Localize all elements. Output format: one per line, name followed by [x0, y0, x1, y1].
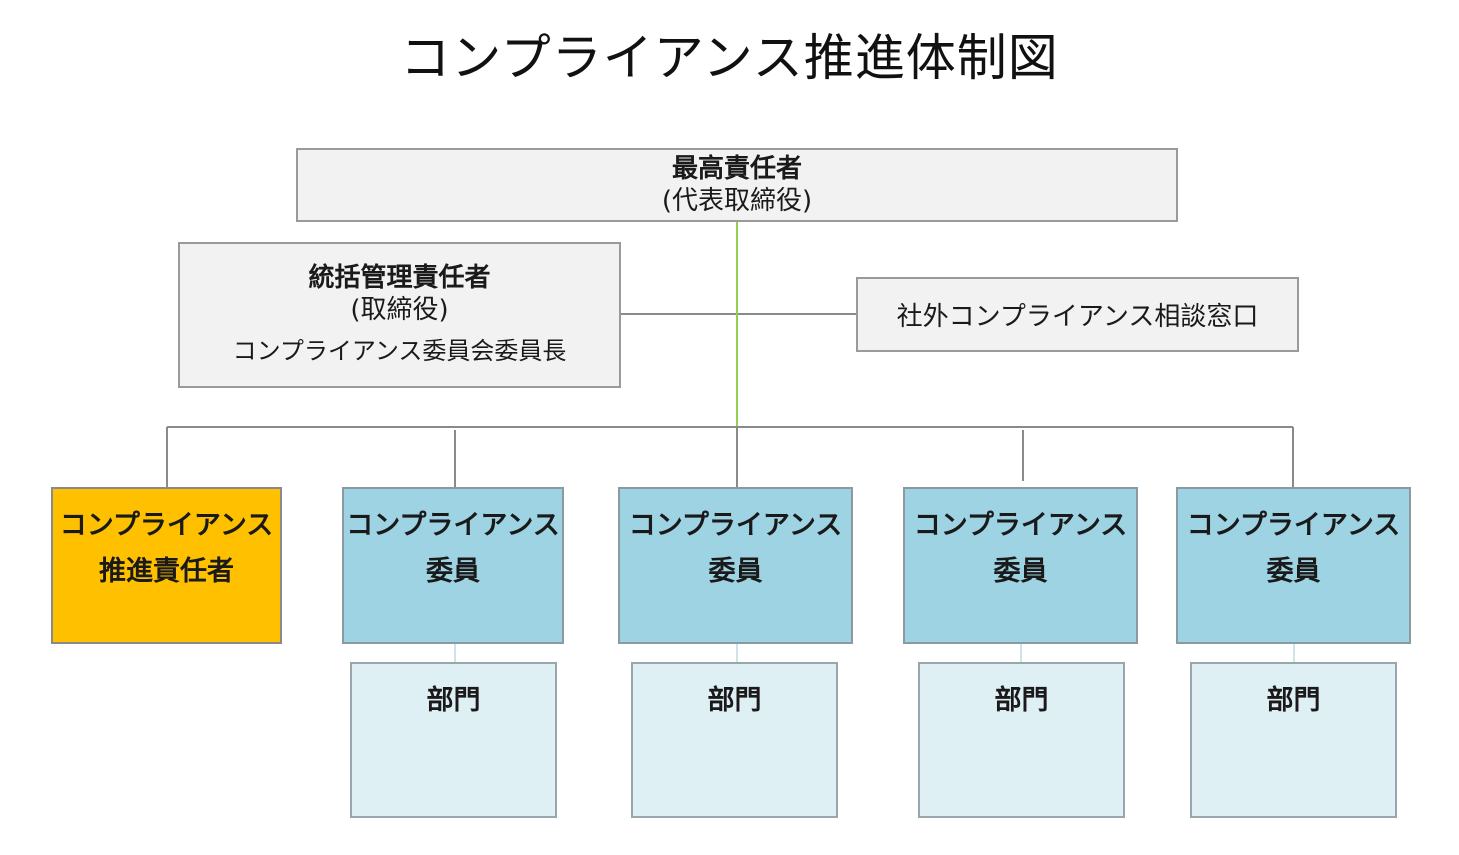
- committee-member-box-4: コンプライアンス 委員: [1176, 487, 1411, 644]
- department-box-4: 部門: [1190, 662, 1397, 818]
- department-label: 部門: [1266, 685, 1321, 716]
- department-label: 部門: [426, 685, 481, 716]
- top-executive-role: (代表取締役): [661, 186, 813, 216]
- external-consultation-box: 社外コンプライアンス相談窓口: [856, 277, 1299, 352]
- department-label: 部門: [994, 685, 1049, 716]
- department-label: 部門: [707, 685, 762, 716]
- committee-member-box-1: コンプライアンス 委員: [342, 487, 564, 644]
- committee-member-box-2: コンプライアンス 委員: [618, 487, 853, 644]
- committee-line2: 委員: [1266, 556, 1321, 587]
- promoter-line1: コンプライアンス: [59, 510, 274, 541]
- committee-line2: 委員: [426, 556, 480, 587]
- committee-line2: 委員: [993, 556, 1048, 587]
- top-executive-box: 最高責任者 (代表取締役): [296, 148, 1178, 222]
- department-box-2: 部門: [631, 662, 838, 818]
- department-box-1: 部門: [350, 662, 557, 818]
- page-title: コンプライアンス推進体制図: [400, 29, 1059, 87]
- committee-line1: コンプライアンス: [346, 510, 560, 541]
- compliance-promoter-box: コンプライアンス 推進責任者: [51, 487, 282, 644]
- general-manager-position: コンプライアンス委員会委員長: [232, 337, 567, 365]
- committee-member-box-3: コンプライアンス 委員: [903, 487, 1138, 644]
- top-executive-name: 最高責任者: [671, 154, 802, 184]
- general-manager-role: (取締役): [350, 295, 449, 325]
- external-consultation-label: 社外コンプライアンス相談窓口: [896, 302, 1259, 332]
- committee-line1: コンプライアンス: [913, 510, 1128, 541]
- general-manager-name: 統括管理責任者: [308, 263, 491, 293]
- promoter-line2: 推進責任者: [99, 556, 234, 587]
- general-manager-box: 統括管理責任者 (取締役) コンプライアンス委員会委員長: [178, 242, 621, 388]
- committee-line2: 委員: [708, 556, 763, 587]
- department-box-3: 部門: [918, 662, 1125, 818]
- committee-line1: コンプライアンス: [1186, 510, 1401, 541]
- committee-line1: コンプライアンス: [628, 510, 843, 541]
